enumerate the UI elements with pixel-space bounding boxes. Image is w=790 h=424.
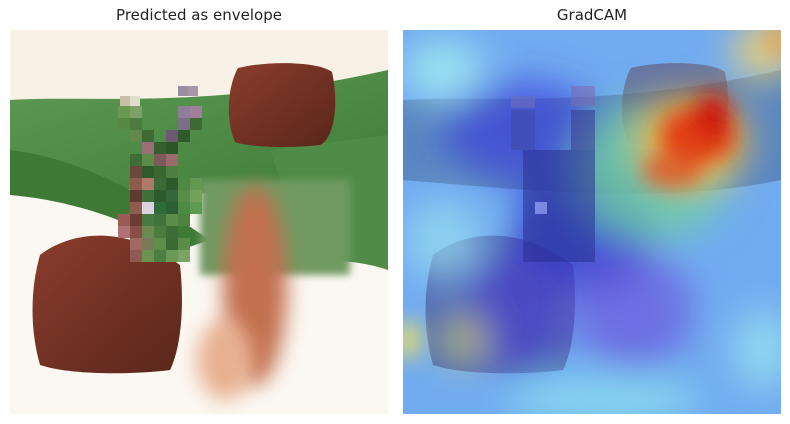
panel-title-gradcam: GradCAM	[556, 6, 628, 24]
gradcam-heatmap	[403, 30, 781, 414]
original-image	[10, 30, 388, 414]
panel-title-original: Predicted as envelope	[116, 6, 282, 24]
